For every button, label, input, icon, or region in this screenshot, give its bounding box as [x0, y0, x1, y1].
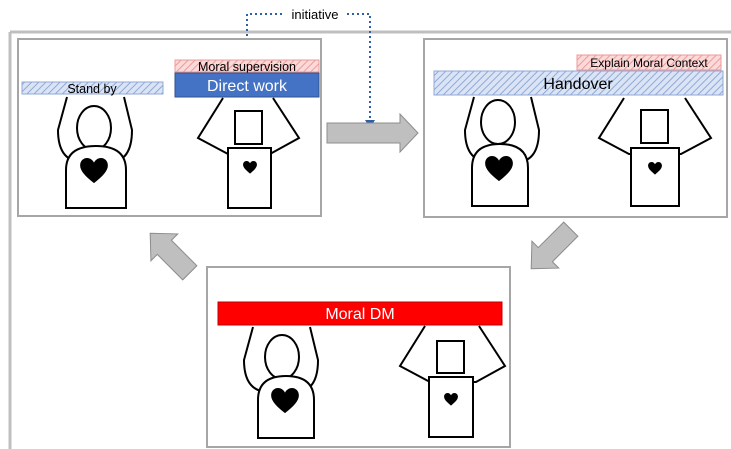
direct-work-bar [174, 72, 320, 98]
panel-direct-work: Stand by Moral supervision Direct work [17, 38, 322, 217]
human-figure-icon [242, 326, 320, 439]
process-arrow-icon [149, 232, 198, 281]
human-figure-icon [463, 96, 541, 207]
robot-figure-icon [398, 325, 507, 438]
process-arrow-icon [530, 221, 579, 270]
moral-supervision-bar [174, 59, 320, 73]
moral-supervision-label: Moral supervision [198, 60, 296, 74]
handover-bar [433, 70, 724, 96]
panel-handover: Explain Moral Context Handover [423, 38, 728, 218]
moral-dm-label: Moral DM [325, 306, 394, 323]
stand-by-bar [21, 81, 164, 95]
explain-moral-context-label: Explain Moral Context [590, 56, 708, 70]
human-figure-icon [56, 96, 134, 209]
moral-dm-bar [217, 301, 503, 326]
robot-figure-icon [196, 97, 301, 209]
stand-by-label: Stand by [67, 82, 117, 96]
panel-moral-dm: Moral DM [206, 266, 511, 448]
initiative-connector: initiative [246, 7, 375, 128]
robot-figure-icon [597, 97, 713, 207]
initiative-label: initiative [292, 7, 339, 22]
process-arrow-icon [326, 112, 419, 154]
direct-work-label: Direct work [207, 78, 288, 95]
explain-moral-context-bar [576, 54, 722, 71]
handover-label: Handover [543, 76, 613, 93]
